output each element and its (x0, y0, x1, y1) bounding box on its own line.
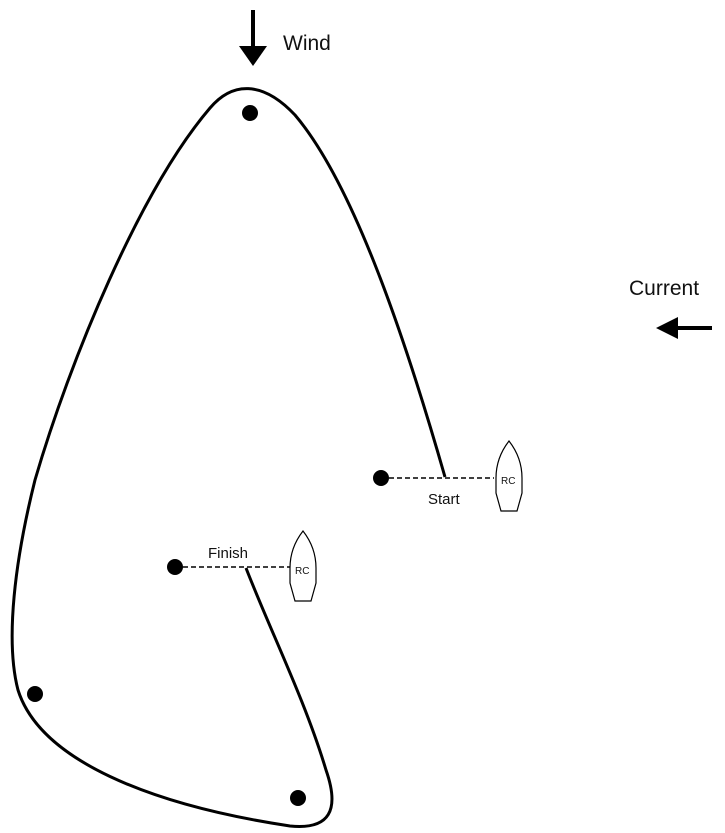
finish-boat-label: RC (295, 566, 309, 577)
course-track (10, 87, 447, 828)
wind-label: Wind (283, 32, 331, 55)
start-pin-mark (373, 470, 389, 486)
start-committee-boat-icon (495, 440, 523, 512)
wind-arrow-icon (239, 10, 267, 66)
finish-label: Finish (208, 545, 248, 562)
windward-mark (242, 105, 258, 121)
leeward-right-mark (290, 790, 306, 806)
current-label: Current (629, 277, 699, 300)
current-arrow-icon (656, 317, 712, 339)
finish-committee-boat-icon (289, 530, 317, 602)
finish-pin-mark (167, 559, 183, 575)
start-boat-label: RC (501, 476, 515, 487)
leeward-left-mark (27, 686, 43, 702)
start-label: Start (428, 491, 461, 508)
